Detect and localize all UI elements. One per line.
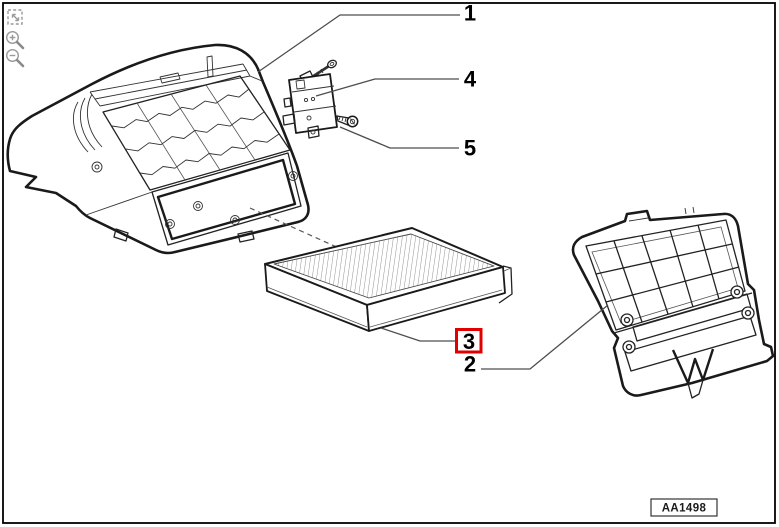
actuator-drawing: [282, 59, 338, 139]
callout-3: 3: [380, 327, 483, 354]
callout-4-label: 4: [464, 67, 477, 92]
callout-4: 4: [315, 67, 477, 97]
zoom-out-handle: [15, 58, 25, 68]
diagram-code: AA1498: [662, 503, 707, 515]
toolbar: [5, 9, 25, 68]
zoom-in-button[interactable]: [5, 31, 25, 50]
zoom-out-icon: [5, 49, 20, 63]
zoom-in-handle: [15, 40, 25, 50]
highlight-box: [455, 328, 483, 354]
zoom-out-button[interactable]: [5, 49, 25, 68]
diagram-code-box: AA1498: [650, 498, 718, 517]
callout-3-label: 3: [463, 329, 475, 354]
housing-screws: [165, 171, 298, 229]
callout-1-label: 1: [464, 1, 476, 26]
cabin-filter-drawing: [264, 227, 513, 332]
cover-screw-bosses: [620, 285, 755, 354]
callout-1: 1: [257, 1, 476, 73]
filter-pleats: [273, 233, 495, 299]
callout-5-label: 5: [464, 136, 476, 161]
fit-view-button[interactable]: [7, 9, 23, 25]
zoom-in-icon: [5, 31, 20, 45]
actuator-screw-shaft: [311, 64, 330, 79]
main-unit-drawing: [6, 43, 310, 255]
fit-view-arrows: [11, 13, 20, 22]
actuator-screw-head: [326, 59, 338, 69]
fit-view-icon: [7, 9, 23, 25]
plus-glyph: [9, 34, 16, 41]
assembly-dashed-line: [249, 207, 342, 250]
screw-drawing: [336, 115, 359, 128]
callout-5: 5: [339, 126, 476, 161]
cover-spring-clip: [671, 348, 715, 385]
cover-grid-lines: [595, 224, 740, 323]
callout-2-label: 2: [464, 352, 476, 377]
callout-2: 2: [464, 304, 609, 377]
filter-cover-drawing: [571, 206, 775, 399]
